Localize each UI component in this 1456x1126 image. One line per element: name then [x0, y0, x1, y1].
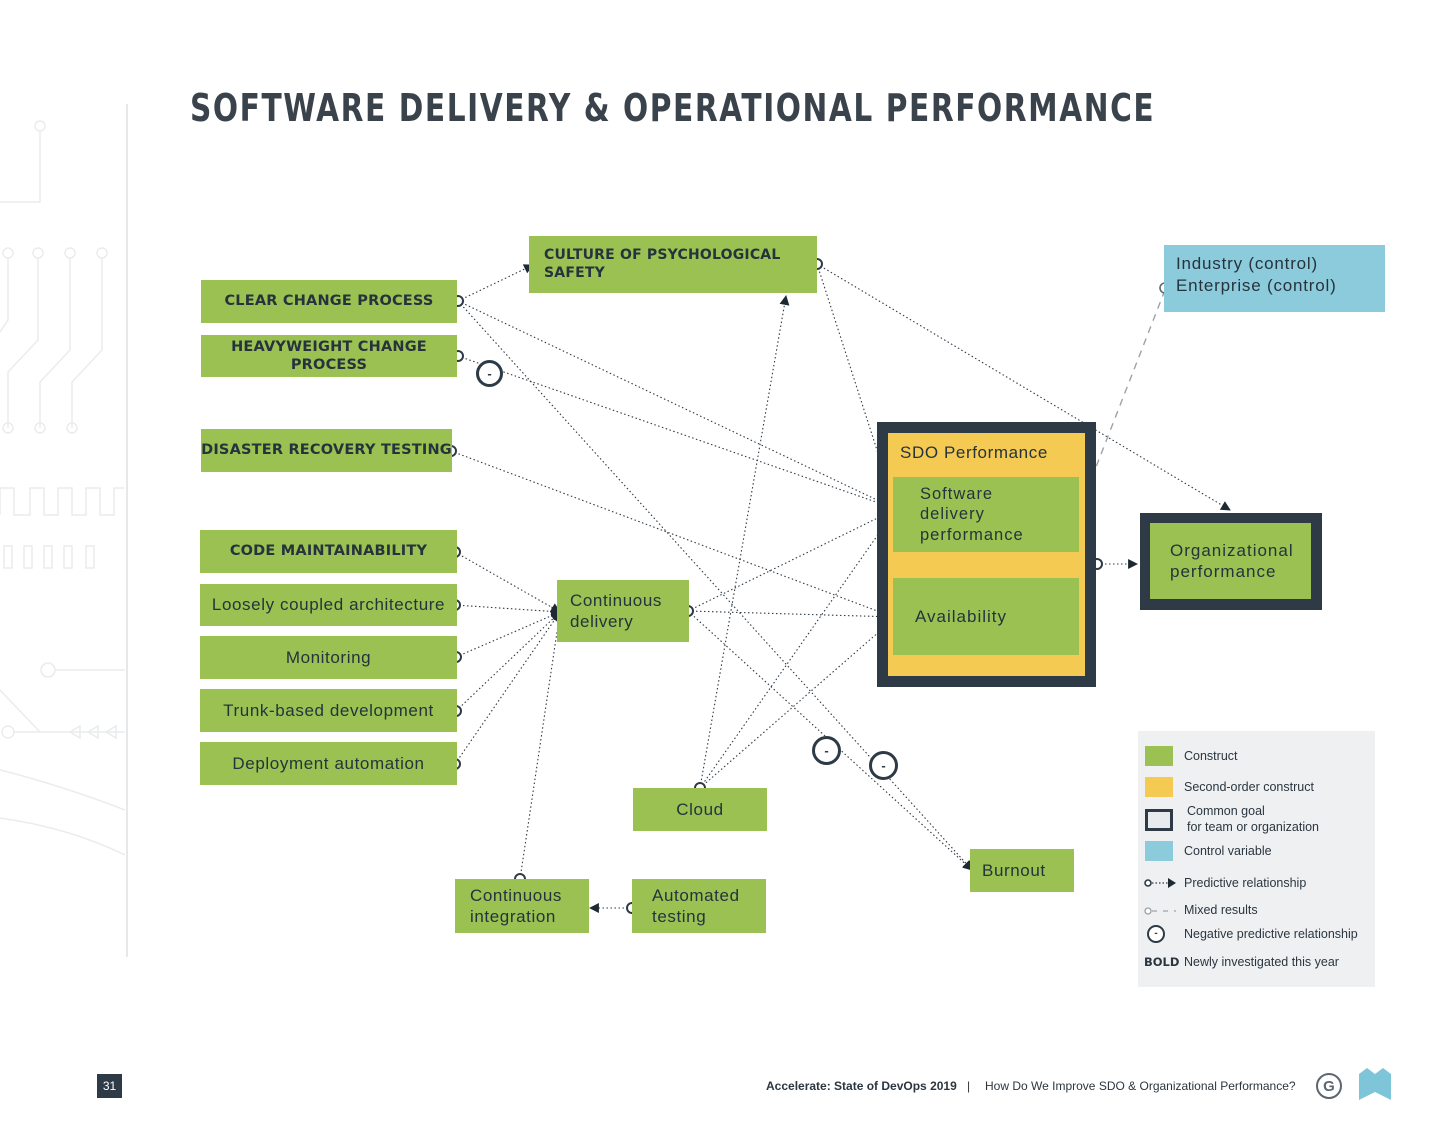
organizational-performance-node: Organizational performance [1150, 523, 1311, 599]
edge-cloud-to-sdp [699, 508, 897, 789]
edge-clear-to-culture [457, 264, 534, 302]
edge-da-to-cd [454, 611, 561, 765]
edge-clear-to-sdp [457, 300, 897, 510]
second-order-swatch [1145, 777, 1173, 797]
legend-negative: Negative predictive relationship [1184, 927, 1358, 941]
availability-node: Availability [893, 578, 1079, 655]
margin-rule [126, 104, 128, 957]
automated-testing-node: Automated testing [632, 879, 766, 933]
google-logo-icon: G [1316, 1073, 1342, 1099]
edge-culture-to-org [816, 263, 1231, 511]
edge-heavy-to-sdp [457, 355, 897, 511]
construct-swatch [1145, 746, 1173, 766]
control-variable-swatch [1145, 841, 1173, 861]
footer-section-title: How Do We Improve SDO & Organizational P… [985, 1079, 1296, 1093]
culture-of-psychological-safety-node: CULTURE OF PSYCHOLOGICAL SAFETY [529, 236, 817, 293]
edge-cloud-to-availability [699, 616, 897, 789]
negative-relationship-icon: - [869, 751, 898, 780]
enterprise-control-label: Enterprise (control) [1176, 276, 1337, 296]
sdo-performance-title: SDO Performance [900, 443, 1048, 462]
edge-tbd-to-cd [455, 611, 561, 712]
monitoring-node: Monitoring [200, 636, 457, 679]
legend-second-order: Second-order construct [1184, 780, 1314, 794]
continuous-delivery-node: Continuous delivery [557, 580, 689, 642]
dora-logo-icon [1359, 1068, 1391, 1100]
common-goal-swatch [1145, 809, 1173, 831]
cloud-node: Cloud [633, 788, 767, 831]
legend: Construct Second-order construct Common … [1138, 731, 1375, 987]
predictive-relationship-icon [1144, 878, 1176, 888]
page-title: SOFTWARE DELIVERY & OPERATIONAL PERFORMA… [190, 86, 1156, 130]
mixed-results-icon [1144, 907, 1176, 915]
edge-cd-to-sdp [687, 508, 897, 612]
edge-mon-to-cd [455, 610, 561, 658]
legend-construct: Construct [1184, 749, 1238, 763]
negative-relationship-icon: - [1147, 925, 1165, 943]
edge-cd-to-availability [687, 610, 897, 622]
trunk-based-development-node: Trunk-based development [200, 689, 457, 732]
negative-relationship-icon: - [476, 360, 503, 387]
legend-mixed: Mixed results [1184, 903, 1258, 917]
control-variables-node: Industry (control) Enterprise (control) [1164, 245, 1385, 312]
edge-cm-to-cd [454, 551, 561, 613]
circuit-decoration [0, 120, 125, 856]
negative-relationship-icon: - [812, 736, 841, 765]
clear-change-process-node: CLEAR CHANGE PROCESS [201, 280, 457, 323]
burnout-node: Burnout [970, 849, 1074, 892]
heavyweight-change-process-node: HEAVYWEIGHT CHANGE PROCESS [201, 335, 457, 377]
legend-common-goal-1: Common goal [1187, 804, 1265, 818]
edge-lca-to-cd [454, 604, 561, 617]
software-delivery-performance-node: Software delivery performance [893, 477, 1079, 552]
edge-culture-to-sdp [816, 263, 898, 510]
footer-report-title: Accelerate: State of DevOps 2019 [766, 1079, 957, 1093]
footer-separator: | [967, 1079, 971, 1093]
legend-control-variable: Control variable [1184, 844, 1272, 858]
continuous-integration-node: Continuous integration [455, 879, 589, 933]
legend-newly: Newly investigated this year [1184, 955, 1339, 969]
legend-predictive: Predictive relationship [1184, 876, 1307, 890]
edge-cloud-to-culture [699, 295, 790, 789]
legend-common-goal-2: for team or organization [1187, 820, 1320, 834]
legend-bold-sample: BOLD [1144, 955, 1180, 969]
code-maintainability-node: CODE MAINTAINABILITY [200, 530, 457, 573]
edge-drt-to-availability [450, 450, 897, 620]
page-number: 31 [97, 1074, 122, 1098]
deployment-automation-node: Deployment automation [200, 742, 457, 785]
industry-control-label: Industry (control) [1176, 254, 1318, 273]
loosely-coupled-architecture-node: Loosely coupled architecture [200, 584, 457, 626]
edge-ci-to-cd [519, 611, 564, 880]
disaster-recovery-testing-node: DISASTER RECOVERY TESTING [201, 429, 452, 472]
